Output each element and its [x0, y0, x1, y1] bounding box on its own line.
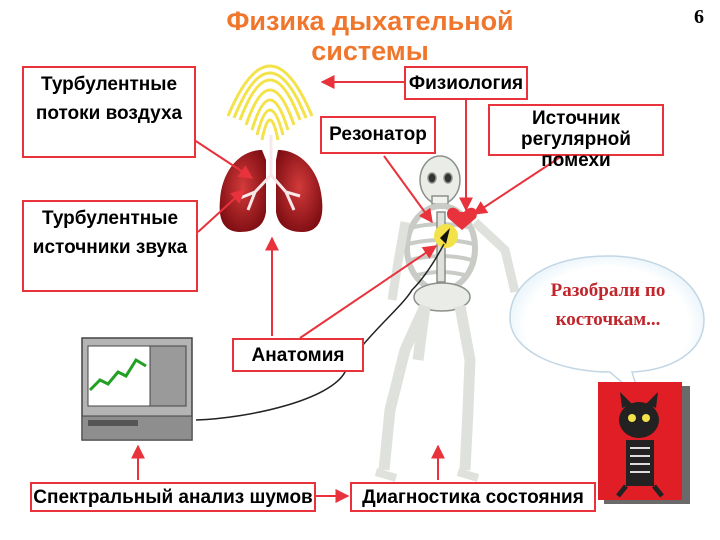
label-turbulent-flows: Турбулентные потоки воздуха — [22, 66, 196, 158]
computer-icon — [81, 337, 193, 441]
label-anatomy: Анатомия — [232, 338, 364, 372]
label-resonator: Резонатор — [320, 116, 436, 154]
sound-waves-icon — [226, 64, 314, 141]
label-spectral-analysis: Спектральный анализ шумов — [30, 482, 316, 512]
page-title: Физика дыхательной системы — [226, 6, 514, 66]
arrow-sources-to-lungs — [197, 189, 246, 233]
sensor-icon — [440, 228, 450, 244]
label-noise-source: Источник регулярной помехи — [488, 104, 664, 171]
label-diagnostics: Диагностика состояния — [350, 482, 596, 512]
arrow-noise-to-heart — [472, 155, 563, 215]
label-physiology: Физиология — [404, 66, 528, 100]
arrow-resonator-to-chest — [383, 155, 433, 224]
speech-bubble-text: Разобрали по косточкам... — [550, 280, 666, 330]
cat-skeleton-picture — [598, 382, 690, 504]
skeleton-icon — [374, 155, 520, 482]
heart-icon — [447, 207, 477, 230]
sensor-cable — [195, 243, 445, 421]
arrow-anatomy-to-sensor — [299, 245, 438, 339]
label-turbulent-sources: Турбулентные источники звука — [22, 200, 198, 292]
page-number: 6 — [694, 6, 704, 28]
lungs-icon — [219, 135, 323, 232]
